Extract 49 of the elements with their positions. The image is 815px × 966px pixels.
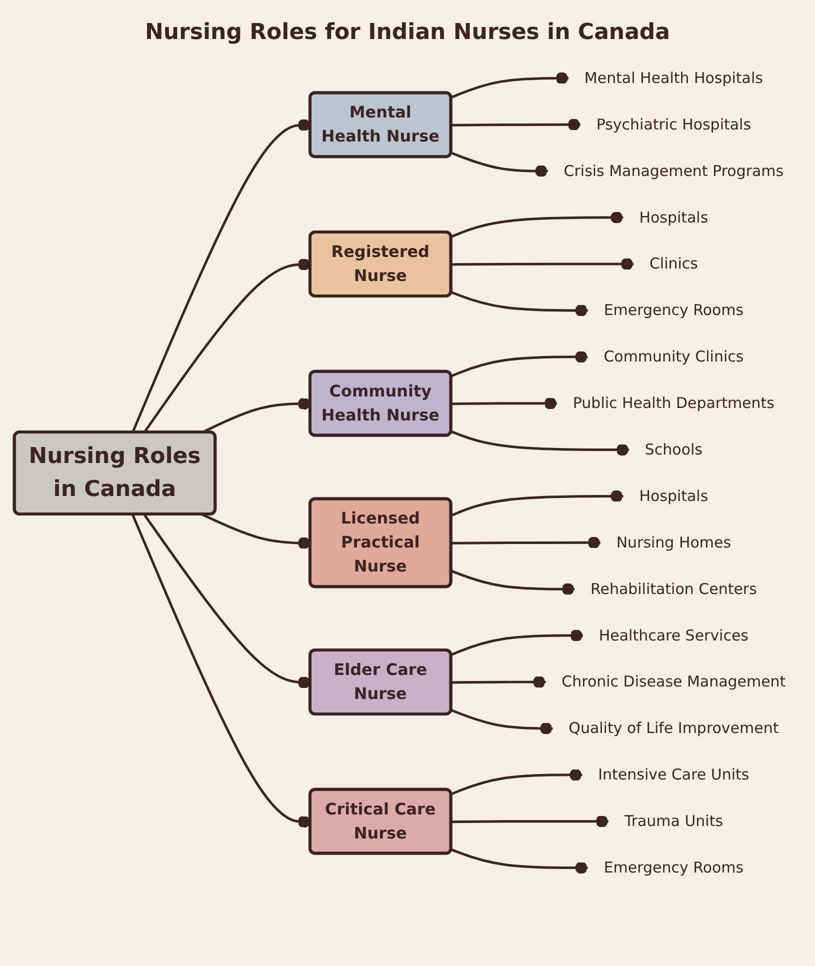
workplace-text: Quality of Life Improvement [568,719,778,738]
role-box: Mental Health Nurse [308,91,452,158]
workplace-text: Psychiatric Hospitals [596,115,751,134]
connector [450,768,582,796]
workplace-text: Healthcare Services [598,626,748,644]
workplace-text: Nursing Homes [616,533,731,552]
topic-box: Nursing Roles in Canada [12,430,216,516]
connector [450,676,546,688]
workplace-text: Chronic Disease Management [561,672,786,691]
connector [450,152,548,178]
workplace-text: Mental Health Hospitals [584,68,762,87]
role-box: Licensed Practical Nurse [308,497,452,588]
workplace-text: Public Health Departments [572,394,774,412]
connector [450,430,628,456]
connector [450,72,568,99]
connector [450,490,623,517]
connector [450,118,580,131]
connector [450,291,588,316]
connector [450,848,588,874]
role-box: Community Health Nurse [308,370,452,437]
workplace-text: Rehabilitation Centers [590,580,756,598]
workplace-text: Community Clinics [603,348,744,366]
connector [130,119,310,434]
role-box: Critical Care Nurse [308,788,452,855]
connector [142,514,310,688]
workplace-text: Intensive Care Units [598,766,749,784]
connector [450,709,552,734]
connector [450,212,623,238]
connector [450,350,588,378]
connector [450,397,556,410]
workplace-text: Hospitals [638,486,708,505]
connector [450,258,633,270]
connector [142,258,310,434]
connector [130,514,310,828]
connector [450,570,574,596]
workplace-text: Emergency Rooms [603,858,744,877]
connector [450,630,582,656]
workplace-text: Clinics [648,254,698,273]
workplace-text: Hospitals [638,208,708,226]
role-box: Registered Nurse [308,230,452,298]
workplace-text: Emergency Rooms [603,301,744,320]
connector [450,815,608,828]
connector [450,536,600,549]
workplace-text: Schools [644,440,702,459]
connector [201,513,310,550]
workplace-text: Trauma Units [624,812,722,830]
workplace-text: Crisis Management Programs [563,162,784,180]
role-box: Elder Care Nurse [308,648,452,716]
diagram-title: Nursing Roles for Indian Nurses in Canada [144,20,670,45]
